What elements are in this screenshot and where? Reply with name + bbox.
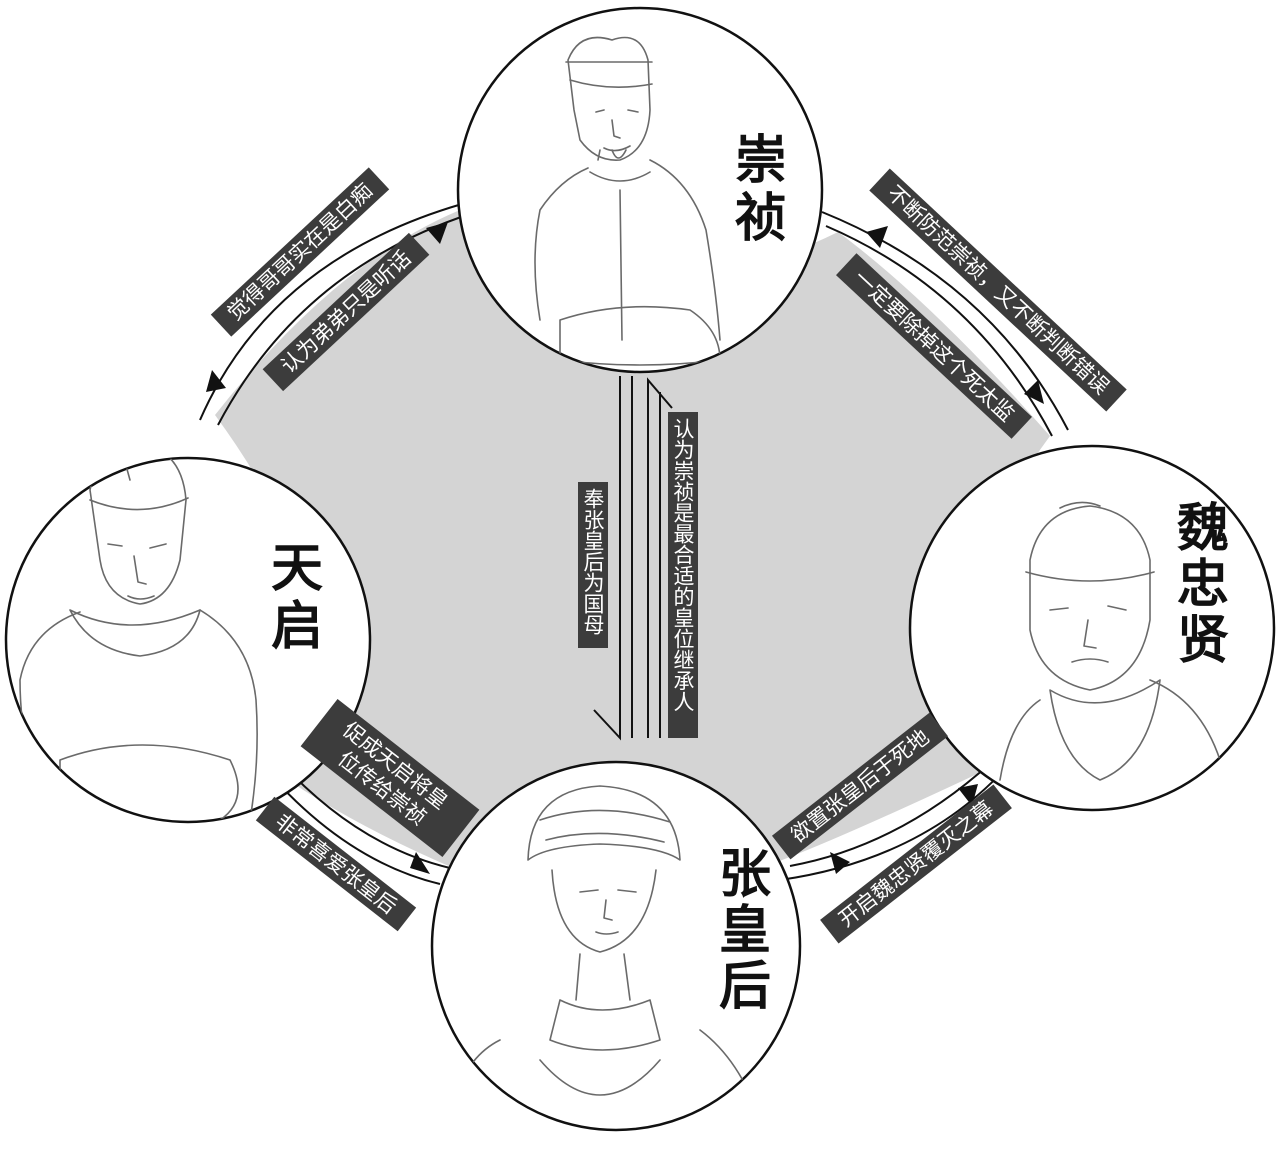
name-tianqi: 天启: [262, 540, 323, 656]
arc-top-right-inner: [825, 225, 1053, 437]
arc-bottom-right-inner: [789, 759, 995, 867]
arc-bottom-right-outer: [779, 769, 1005, 881]
portrait-empress-zhang: [430, 760, 802, 1132]
line-down: [593, 376, 621, 741]
label-zhang-to-chongzhen: 认为崇祯是最合适的皇位继承人: [668, 412, 698, 738]
arrowhead-tl-2: [206, 370, 226, 392]
arrowhead-tr-2: [1024, 380, 1044, 404]
line-up: [647, 377, 673, 738]
arc-top-left-outer: [199, 203, 463, 421]
portrait-weizhongxian: [908, 444, 1276, 812]
name-weizhongxian: 魏忠贤: [1168, 500, 1229, 668]
arrowhead-tl-1: [426, 222, 448, 244]
arc-top-right-outer: [821, 211, 1069, 431]
portrait-tianqi: [4, 456, 372, 824]
arrowhead-bl-2: [410, 852, 430, 874]
arc-top-left-inner: [217, 213, 471, 426]
text-zhang-to-chongzhen: 认为崇祯是最合适的皇位继承人: [671, 418, 695, 712]
arrowhead-br-2: [830, 852, 850, 874]
name-chongzhen: 崇祯: [726, 132, 787, 248]
portrait-chongzhen: [456, 6, 824, 374]
label-chongzhen-to-zhang: 奉张皇后为国母: [578, 482, 608, 648]
name-empress-zhang: 张皇后: [710, 846, 771, 1014]
connection-lines: [199, 203, 1069, 885]
text-chongzhen-to-zhang: 奉张皇后为国母: [581, 488, 605, 635]
arrowhead-tr-1: [866, 226, 888, 248]
